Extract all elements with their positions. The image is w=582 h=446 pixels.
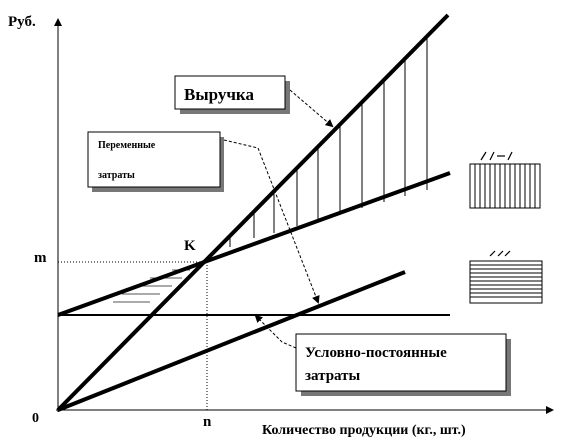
variable-costs-callout-line2: затраты	[98, 170, 135, 181]
fixed-costs-callout-pointer	[254, 314, 297, 349]
variable-costs-line	[57, 270, 406, 412]
revenue-callout-label: Выручка	[184, 85, 254, 104]
y-axis-label: Руб.	[8, 14, 36, 30]
variable-costs-callout-line1: Переменные	[98, 140, 156, 151]
x-axis-label: Количество продукции (кг., шт.)	[262, 423, 466, 438]
revenue-callout-pointer	[289, 89, 334, 128]
fixed-costs-callout-line1: Условно-постоянные	[305, 345, 447, 361]
fixed-costs-callout-line2: затраты	[305, 368, 361, 384]
total-costs-line	[57, 171, 451, 317]
m-label: m	[34, 250, 47, 266]
profit-zone-hatch	[229, 36, 428, 247]
variable-costs-callout-pointer	[223, 139, 320, 304]
origin-label: 0	[32, 411, 39, 426]
variable-costs-callout: Переменные затраты	[87, 131, 224, 192]
fixed-costs-callout: Условно-постоянные затраты	[295, 333, 511, 396]
loss-legend-swatch	[469, 250, 543, 304]
revenue-line	[56, 13, 450, 412]
profit-legend-swatch	[469, 151, 541, 209]
break-even-label: K	[184, 238, 196, 254]
n-label: n	[203, 414, 212, 430]
revenue-callout: Выручка	[174, 75, 290, 114]
